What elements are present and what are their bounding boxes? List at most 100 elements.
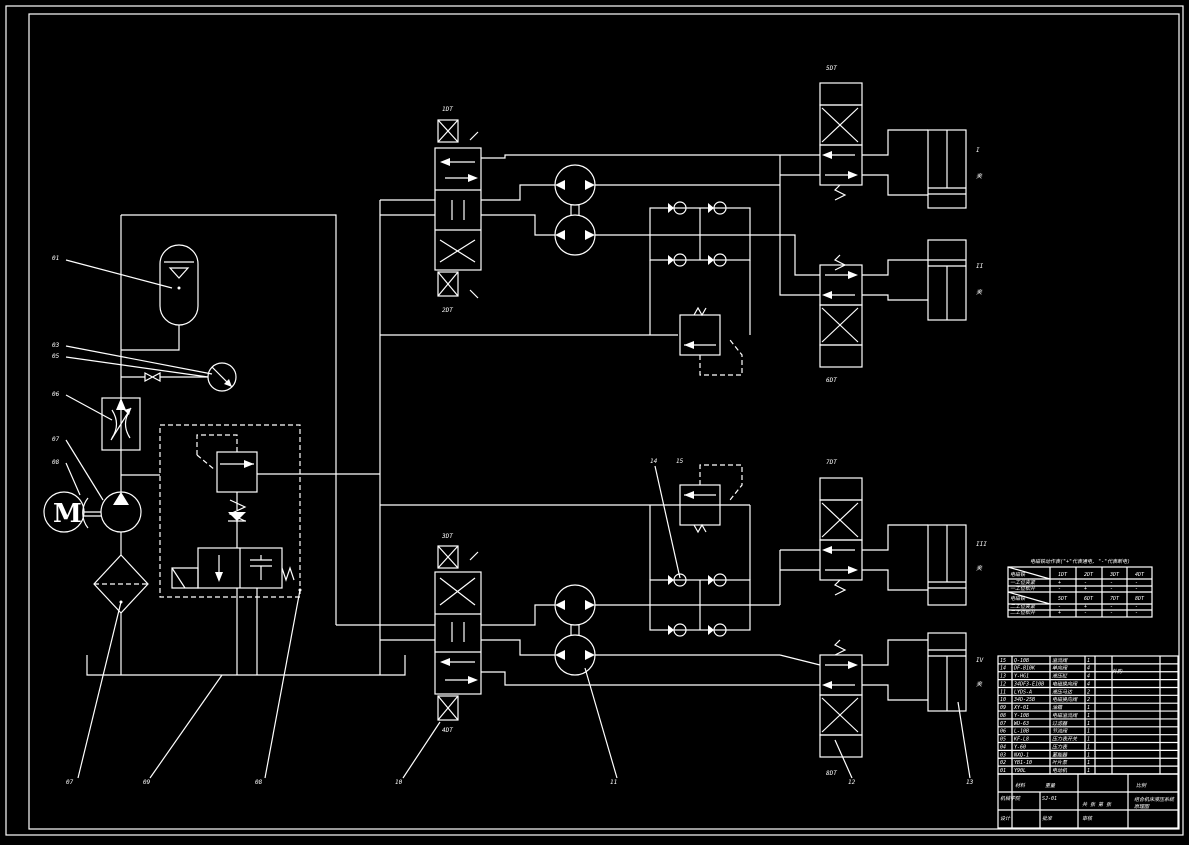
parts-row-cell: 2 [1087,689,1090,695]
label-11: 11 [610,779,617,786]
label-cyl1-a: I [976,147,980,154]
parts-row-cell: 34DF3-E10B [1013,681,1044,687]
action-header2-cell: 5DT [1058,596,1068,602]
parts-row-cell: 1 [1087,768,1090,774]
action-row1-cell: + [1084,586,1087,592]
action-header2-cell: 7DT [1110,596,1120,602]
parts-row-cell: Y-60 [1014,744,1026,750]
action-header2-cell: 8DT [1135,596,1145,602]
parts-row-cell: 压力表 [1052,743,1068,750]
parts-row-cell: 1 [1087,721,1090,727]
parts-row-cell: 34D-25B [1013,697,1035,703]
action-row1-cell: - [1135,580,1138,586]
parts-row-cell: 1 [1087,705,1090,711]
label-cyl3-a: III [976,541,987,548]
parts-remark: 外购 [1112,668,1123,675]
hydraulic-cylinder-2-icon [927,239,967,321]
label-motor: 08 [52,459,60,466]
parts-row-cell: 11 [1000,689,1006,695]
parts-row-cell: NXQ-1 [1013,752,1029,758]
action-header2-cell: 电磁铁 [1010,595,1026,602]
title-sheet: 共 张 第 张 [1082,801,1112,808]
action-row2-cell: - [1084,610,1087,616]
parts-row-cell: 2 [1087,697,1090,703]
parts-row-cell: 油箱 [1052,704,1063,711]
action-row1-cell: - [1110,586,1113,592]
action-row1-cell: + [1058,580,1061,586]
parts-row-cell: 电动机 [1052,767,1068,774]
title-checker: 审核 [1082,815,1093,822]
label-cyl2-a: II [976,263,984,270]
action-row2-cell: - [1058,604,1061,610]
leader-lines [65,259,971,779]
label-14: 14 [650,458,658,465]
label-accumulator: 01 [52,255,59,262]
label-cyl4-a: IV [976,657,984,664]
parts-row-cell: 4 [1087,666,1090,672]
solenoid-valve-6dt-icon [819,254,863,368]
hydraulic-motor-2-icon [554,584,596,676]
outer-border [5,5,1184,836]
parts-row-cell: KF-L8 [1013,737,1029,743]
parts-row-cell: 1 [1087,729,1090,735]
action-row2-cell: - [1135,604,1138,610]
parts-row-cell: 1 [1087,658,1090,664]
action-row1-cell: - [1084,580,1087,586]
action-header1-cell: 4DT [1135,572,1145,578]
action-row2-cell: + [1084,604,1087,610]
pump-icon [82,491,142,555]
directional-valve-1-icon [434,119,482,299]
title-weight: 重量 [1045,782,1056,789]
inner-border [28,13,1180,830]
parts-row-cell: 1 [1087,760,1090,766]
parts-row-cell: 12 [1000,681,1006,687]
title-material: 材料 [1015,782,1026,789]
motor-letter: M [53,499,82,529]
hydraulic-motor-1-icon [554,164,596,256]
label-cyl3-b: 夹 [976,564,983,572]
parts-row-cell: L-10B [1014,729,1029,735]
parts-row-cell: 1 [1087,752,1090,758]
parts-row-cell: 1 [1087,713,1090,719]
parts-row-cell: 溢流阀 [1052,657,1068,664]
action-row1-cell: - [1135,586,1138,592]
parts-row-cell: 02 [1000,760,1006,766]
parts-row-cell: 液压马达 [1052,688,1073,695]
label-valve-b: 05 [52,353,60,360]
label-tank: 09 [143,779,151,786]
parts-row-cell: LYDS-A [1014,689,1032,695]
label-flow-valve: 06 [52,391,60,398]
label-10: 10 [395,779,403,786]
parts-row-cell: 06 [1000,729,1006,735]
electric-motor-icon: M [43,491,85,533]
parts-row-cell: 电磁换向阀 [1052,680,1078,687]
parts-row-cell: 07 [1000,721,1006,727]
action-row1-cell: - [1058,586,1061,592]
parts-row-cell: Y-HG1 [1014,674,1029,680]
parts-row-cell: 15 [1000,658,1006,664]
parts-row-cell: DF-B10K [1013,666,1036,672]
label-cyl2-b: 夹 [976,288,983,296]
parts-row-cell: 4 [1087,681,1090,687]
action-header1-cell: 2DT [1084,572,1094,578]
label-4dt: 4DT [442,727,453,734]
label-3dt: 3DT [441,533,453,540]
parts-row-cell: 过滤器 [1052,720,1068,727]
title-scale: 比例 [1136,782,1147,789]
parts-row-cell: 节流阀 [1052,728,1068,735]
label-13: 13 [966,779,974,786]
parts-row-cell: 04 [1000,744,1006,750]
hydraulic-cylinder-1-icon [927,129,967,209]
parts-row-cell: 1 [1087,737,1090,743]
label-pump: 07 [52,436,60,443]
solenoid-valve-8dt-icon [819,639,863,758]
parts-row-cell: YB1-10 [1014,760,1032,766]
solenoid-valve-7dt-icon [819,477,863,596]
parts-row-cell: 14 [1000,666,1006,672]
parts-row-cell: 05 [1000,737,1006,743]
check-valve-bridge-1-icon [649,201,751,335]
